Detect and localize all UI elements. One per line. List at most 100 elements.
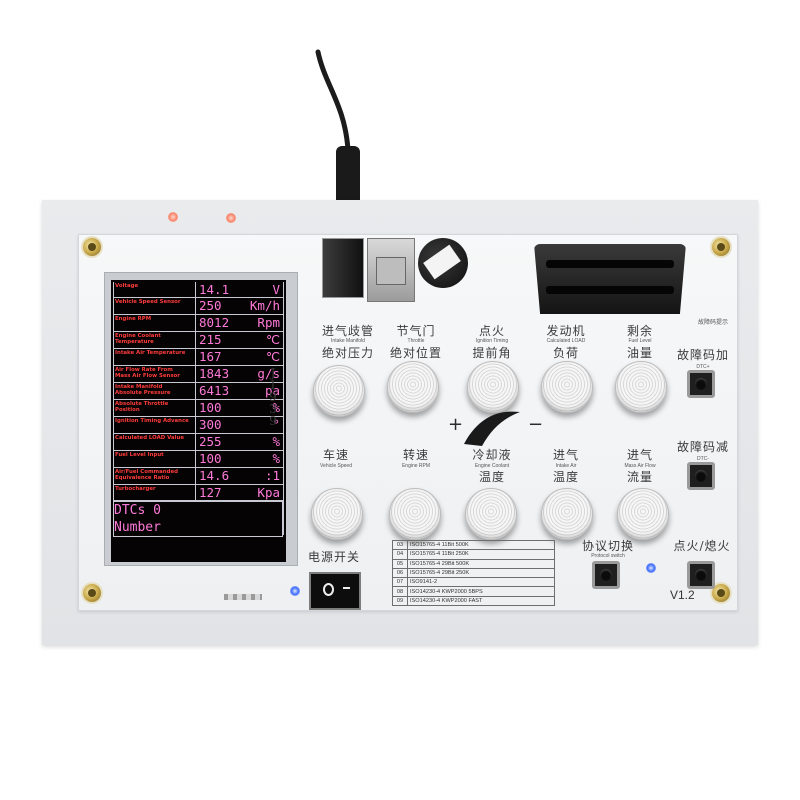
minus-sign: −: [528, 414, 544, 435]
lcd-row-value: 1843: [199, 366, 230, 381]
knob-label-coolant-cn1: 冷却液: [472, 448, 512, 462]
lcd-row: Fuel Level Input 100 %: [113, 451, 284, 468]
dtc-line-1: DTCs 0: [114, 503, 161, 518]
corner-screw: [712, 584, 730, 602]
knob-label-map-cn2: 绝对压力: [321, 346, 374, 360]
knob-engine-load[interactable]: [536, 361, 596, 416]
version-label: V1.2: [670, 588, 695, 602]
lcd-row-label: Ignition Timing Advance: [115, 418, 189, 424]
lcd-row-value: 255: [199, 434, 222, 449]
knob-label-coolant-en: Engine Coolant: [474, 463, 510, 469]
dtc-sub-button[interactable]: [687, 462, 715, 490]
status-led: [646, 563, 656, 573]
knob-intake-manifold-pressure[interactable]: [308, 365, 368, 420]
knob-label-maf-cn1: 进气: [626, 448, 653, 462]
lcd-row-value: 100: [199, 400, 222, 415]
lcd-row-value: 8012: [199, 315, 230, 330]
dtc-add-button[interactable]: [687, 370, 715, 398]
pin-header: [224, 594, 262, 600]
lcd-row-value: 250: [199, 298, 222, 313]
protocol-num: 08: [392, 586, 408, 597]
lcd-row-value: 300: [199, 417, 222, 432]
protocol-text: ISO15765-4 11Bit 250K: [407, 549, 555, 560]
lcd-row-value: 127: [199, 485, 222, 500]
lcd-row-unit: %: [272, 400, 280, 415]
usb-port: [367, 238, 415, 302]
dtc-add-label: 故障码加: [676, 348, 729, 362]
lcd-row: Calculated LOAD Value 255 %: [113, 434, 284, 451]
power-led: [290, 586, 300, 596]
lcd-row-label: Turbocharger: [115, 486, 156, 492]
knob-label-load-en: Calculated LOAD: [546, 338, 586, 344]
lcd-row-unit: pa: [264, 383, 280, 398]
lcd-row: Engine Coolant Temperature 215 ℃: [113, 332, 284, 349]
corner-screw: [83, 238, 101, 256]
lcd-row-label: Calculated LOAD Value: [115, 435, 184, 441]
lcd-row-unit: %: [272, 434, 280, 449]
knob-label-rpm-cn1: 转速: [402, 448, 429, 462]
knob-label-ignition-cn1: 点火: [478, 324, 505, 338]
knob-label-load-cn1: 发动机: [546, 324, 586, 338]
lcd-row-label: Vehicle Speed Sensor: [115, 299, 181, 305]
lcd-row-unit: :1: [264, 468, 280, 483]
lcd-row-label: Air/Fuel Commanded Equivalence Ratio: [115, 469, 179, 481]
red-indicator-led: [226, 213, 236, 223]
lcd-row: Absolute Throttle Position 100 %: [113, 400, 284, 417]
obd2-connector[interactable]: [534, 244, 686, 314]
dtc-line-2: Number: [114, 520, 161, 535]
knob-coolant-temperature[interactable]: [460, 488, 520, 543]
knob-label-speed-cn1: 车速: [322, 448, 349, 462]
protocol-text: ISO14230-4 KWP2000 FAST: [407, 595, 555, 607]
knob-label-intake-temp-cn1: 进气: [552, 448, 579, 462]
protocol-num: 09: [392, 595, 408, 607]
lcd-row-value: 100: [199, 451, 222, 466]
lcd-row-unit: °: [272, 417, 280, 432]
lcd-row-label: Intake Air Temperature: [115, 350, 186, 356]
knob-label-throttle-cn1: 节气门: [396, 324, 436, 338]
knob-vehicle-speed[interactable]: [306, 488, 366, 543]
knob-label-intake-temp-en: Intake Air: [555, 463, 577, 469]
red-indicator-led: [168, 212, 178, 222]
knob-label-speed-en: Vehicle Speed: [320, 463, 352, 469]
lcd-row-value: 14.6: [199, 468, 230, 483]
knob-mass-air-flow[interactable]: [612, 488, 672, 543]
knob-label-ignition-cn2: 提前角: [472, 346, 512, 360]
dtc-sub-small: DTC-: [697, 456, 709, 462]
knob-intake-air-temperature[interactable]: [536, 488, 596, 543]
corner-screw: [712, 238, 730, 256]
dc-power-jack: [322, 238, 364, 298]
knob-label-maf-cn2: 流量: [626, 470, 653, 484]
lcd-row: Intake Air Temperature 167 ℃: [113, 349, 284, 366]
protocol-text: ISO15765-4 11Bit 500K: [407, 539, 555, 551]
knob-label-coolant-cn2: 温度: [478, 470, 505, 484]
dtc-add-small: DTC+: [696, 364, 710, 370]
power-switch[interactable]: [309, 572, 361, 610]
knob-label-load-cn2: 负荷: [552, 346, 579, 360]
lcd-row-unit: Rpm: [257, 315, 280, 330]
ignition-button[interactable]: [687, 561, 715, 589]
dtc-count: DTCs 0 Number: [114, 502, 161, 536]
knob-engine-rpm[interactable]: [384, 488, 444, 543]
lcd-row-value: 6413: [199, 383, 230, 398]
protocol-switch-label: 协议切换: [581, 539, 634, 553]
protocol-text: ISO15765-4 29Bit 500K: [407, 558, 555, 569]
knob-label-maf-en: Mass Air Flow: [624, 463, 656, 469]
lcd-row-value: 215: [199, 332, 222, 347]
lcd-row: Air/Fuel Commanded Equivalence Ratio 14.…: [113, 468, 284, 485]
knob-throttle-position[interactable]: [382, 361, 442, 416]
lcd-row-label: Engine Coolant Temperature: [115, 333, 161, 345]
lcd-display: Voltage 14.1 V Vehicle Speed Sensor 250 …: [111, 280, 286, 562]
protocol-num: 07: [392, 577, 408, 588]
lcd-row-unit: Km/h: [249, 298, 280, 313]
lcd-row-unit: g/s: [257, 366, 280, 381]
direction-swoosh-icon: [464, 411, 520, 446]
knob-ignition-timing[interactable]: [462, 361, 522, 416]
knob-fuel-level[interactable]: [610, 361, 670, 416]
protocol-switch-button[interactable]: [592, 561, 620, 589]
lcd-row-label: Voltage: [115, 283, 139, 289]
